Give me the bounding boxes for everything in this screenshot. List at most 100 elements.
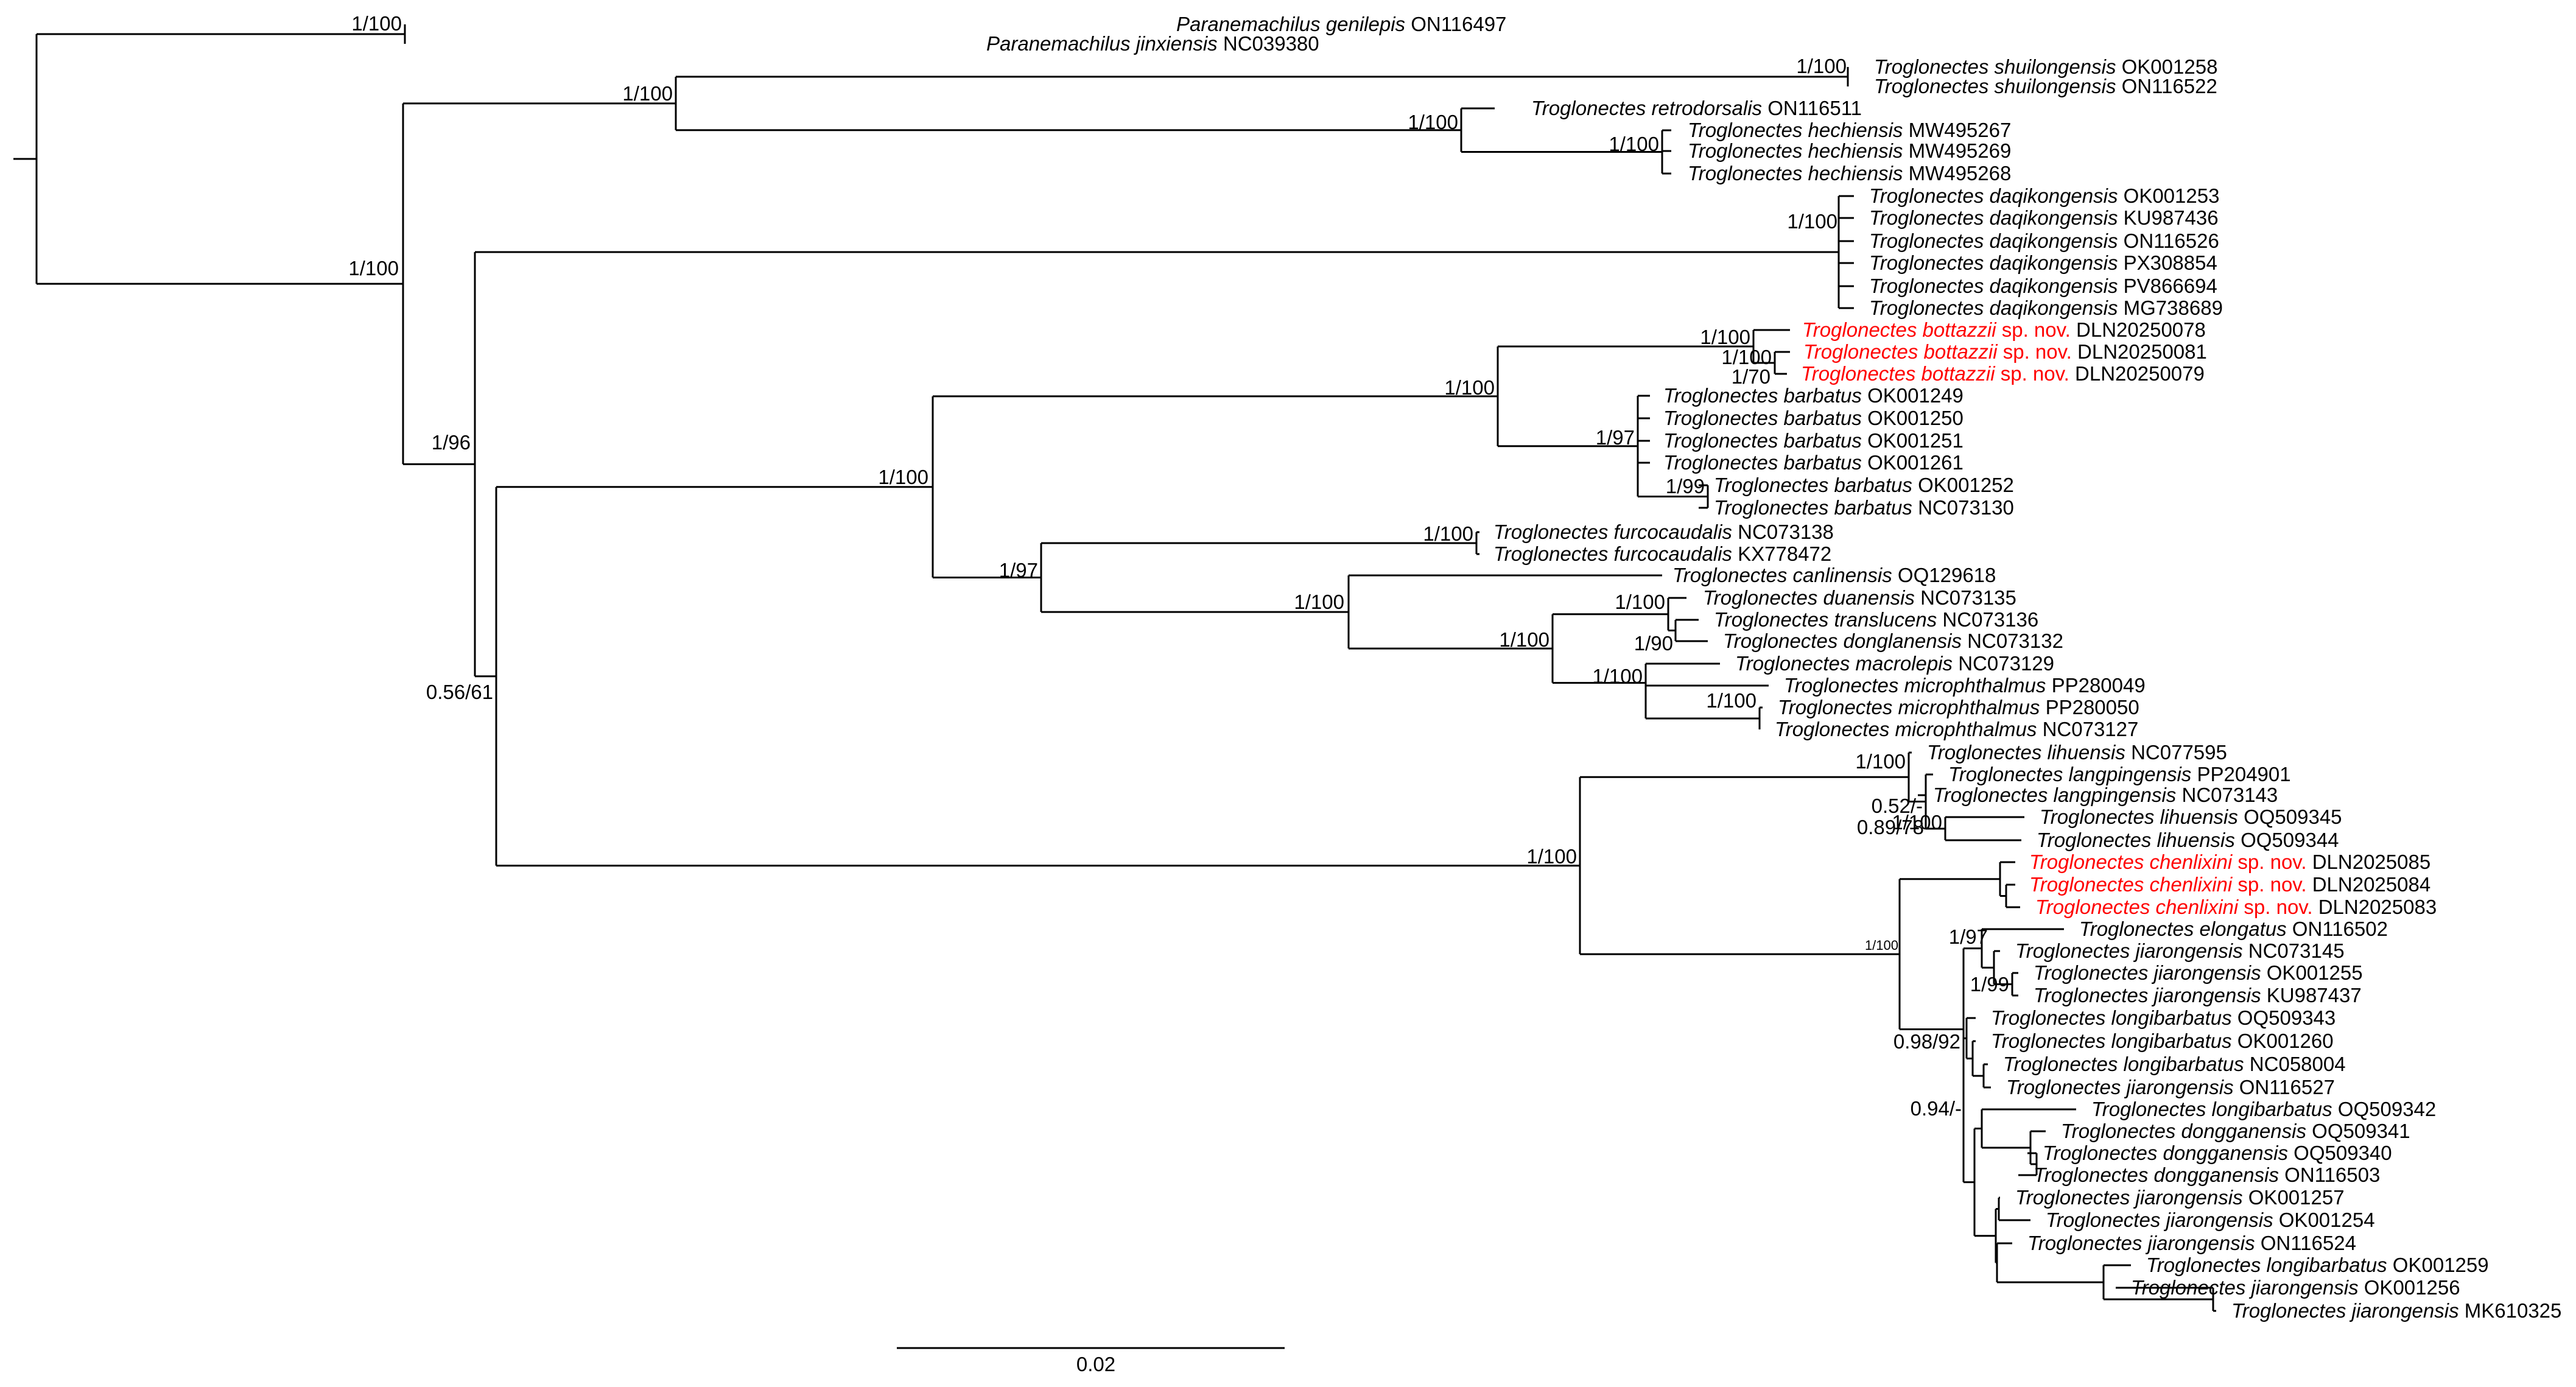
support-value: 1/100 xyxy=(1796,55,1847,77)
tip-label: Troglonectes daqikongensis PX308854 xyxy=(1869,251,2217,274)
tip-species-name: Troglonectes macrolepis xyxy=(1735,652,1953,675)
tip-species-name: Troglonectes jiarongensis xyxy=(2006,1076,2234,1098)
tip-label: Troglonectes duanensis NC073135 xyxy=(1703,586,2016,609)
tip-label: Troglonectes furcocaudalis NC073138 xyxy=(1493,521,1834,543)
tip-accession: DLN20250079 xyxy=(2069,362,2205,385)
support-value: 1/100 xyxy=(1787,210,1837,233)
tip-accession: OQ509341 xyxy=(2306,1120,2410,1142)
tip-species-name: Troglonectes langpingensis xyxy=(1933,784,2176,806)
tip-label: Troglonectes chenlixini sp. nov. DLN2025… xyxy=(2035,896,2437,918)
tip-label: Troglonectes shuilongensis OK001258 xyxy=(1874,55,2217,78)
tip-species-name: Troglonectes daqikongensis xyxy=(1869,230,2118,252)
tip-label: Troglonectes microphthalmus PP280049 xyxy=(1784,674,2146,697)
tip-label: Troglonectes bottazzii sp. nov. DLN20250… xyxy=(1803,340,2207,363)
tip-accession: OK001261 xyxy=(1862,451,1964,474)
tip-accession: MK610325 xyxy=(2459,1299,2562,1322)
tip-accession: PV866694 xyxy=(2118,275,2217,297)
tip-species-name: Troglonectes daqikongensis xyxy=(1869,206,2118,229)
tip-species-name: Troglonectes dongganensis xyxy=(2043,1142,2288,1164)
support-value: 1/100 xyxy=(878,466,928,488)
tip-label: Troglonectes jiarongensis ON116524 xyxy=(2027,1232,2356,1254)
tip-label: Troglonectes barbatus OK001251 xyxy=(1663,429,1964,452)
tip-species-name: Troglonectes furcocaudalis xyxy=(1493,543,1732,565)
tip-label: Troglonectes longibarbatus OK001260 xyxy=(1991,1030,2334,1052)
support-value: 1/100 xyxy=(1865,938,1898,953)
support-value: 1/100 xyxy=(1526,845,1577,868)
support-value: 1/99 xyxy=(1666,475,1705,497)
tip-species-name: Troglonectes barbatus xyxy=(1714,474,1912,496)
tip-sp-nov: sp. nov. xyxy=(1998,340,2072,363)
tip-accession: NC073130 xyxy=(1912,496,2014,519)
tip-label: Troglonectes bottazzii sp. nov. DLN20250… xyxy=(1801,362,2205,385)
tip-accession: ON116524 xyxy=(2255,1232,2356,1254)
tip-species-name: Troglonectes lihuensis xyxy=(1927,741,2125,764)
tip-sp-nov: sp. nov. xyxy=(2232,873,2306,896)
tip-accession: DLN2025084 xyxy=(2307,873,2431,896)
support-value: 1/100 xyxy=(1423,522,1473,545)
support-values: 1/100 1/100 1/100 1/100 1/100 1/100 1/100 1/96 1… xyxy=(348,12,2009,1120)
support-value: 1/99 xyxy=(1970,973,2009,995)
tip-species-name: Troglonectes longibarbatus xyxy=(2091,1098,2332,1120)
tip-species-name: Troglonectes hechiensis xyxy=(1688,119,1903,141)
support-value: 1/97 xyxy=(1596,426,1635,449)
tip-accession: OQ509345 xyxy=(2238,806,2342,828)
tip-label: Troglonectes shuilongensis ON116522 xyxy=(1874,75,2217,97)
tip-species-name: Paranemachilus jinxiensis xyxy=(986,32,1218,55)
tip-accession: NC073143 xyxy=(2176,784,2278,806)
tip-label: Troglonectes chenlixini sp. nov. DLN2025… xyxy=(2029,873,2430,896)
tip-accession: OK001255 xyxy=(2261,961,2363,984)
tip-label: Troglonectes lihuensis OQ509345 xyxy=(2040,806,2342,828)
tip-accession: DLN2025083 xyxy=(2313,896,2437,918)
tip-accession: OK001250 xyxy=(1862,407,1964,429)
support-value: 0.89/78 xyxy=(1857,816,1924,838)
tip-label: Troglonectes dongganensis OQ509341 xyxy=(2061,1120,2410,1142)
tip-accession: NC073145 xyxy=(2243,939,2345,962)
tip-label: Troglonectes barbatus OK001249 xyxy=(1663,384,1964,407)
tip-species-name: Troglonectes jiarongensis xyxy=(2034,984,2261,1006)
tip-accession: NC073135 xyxy=(1915,586,2016,609)
tip-species-name: Troglonectes jiarongensis xyxy=(2131,1276,2359,1299)
tip-accession: KU987436 xyxy=(2118,206,2218,229)
tip-species-name: Troglonectes longibarbatus xyxy=(1991,1030,2232,1052)
tip-label: Troglonectes microphthalmus PP280050 xyxy=(1778,696,2139,718)
tip-species-name: Troglonectes longibarbatus xyxy=(2146,1254,2387,1276)
tip-accession: OK001249 xyxy=(1862,384,1964,407)
tip-accession: PP280050 xyxy=(2040,696,2139,718)
tip-species-name: Troglonectes daqikongensis xyxy=(1869,297,2118,319)
tip-accession: PX308854 xyxy=(2118,251,2217,274)
tip-accession: NC073127 xyxy=(2037,718,2138,740)
tip-label: Paranemachilus genilepis ON116497 xyxy=(1176,13,1506,35)
tip-accession: MW495268 xyxy=(1903,162,2011,184)
tip-species-name: Troglonectes jiarongensis xyxy=(2034,961,2261,984)
tip-species-name: Troglonectes dongganensis xyxy=(2034,1164,2279,1186)
tip-label: Troglonectes microphthalmus NC073127 xyxy=(1775,718,2138,740)
tip-species-name: Troglonectes elongatus xyxy=(2079,918,2287,940)
tip-accession: ON116497 xyxy=(1405,13,1506,35)
tip-species-name: Troglonectes lihuensis xyxy=(2040,806,2238,828)
tip-accession: PP204901 xyxy=(2191,763,2290,785)
tip-label: Troglonectes elongatus ON116502 xyxy=(2079,918,2388,940)
tip-accession: NC077595 xyxy=(2125,741,2227,764)
support-value: 1/100 xyxy=(1408,111,1458,133)
tip-accession: NC073136 xyxy=(1937,608,2038,631)
tip-species-name: Troglonectes microphthalmus xyxy=(1784,674,2046,697)
tip-label: Troglonectes daqikongensis ON116526 xyxy=(1869,230,2219,252)
tip-species-name: Troglonectes jiarongensis xyxy=(2015,939,2243,962)
tip-accession: NC058004 xyxy=(2244,1053,2346,1075)
tip-species-name: Troglonectes lihuensis xyxy=(2037,829,2235,851)
support-value: 1/97 xyxy=(999,559,1038,581)
tip-label: Troglonectes jiarongensis OK001255 xyxy=(2034,961,2363,984)
support-value: 0.52/- xyxy=(1872,795,1923,817)
tip-accession: OK001253 xyxy=(2118,184,2219,207)
tip-species-name: Troglonectes bottazzii xyxy=(1803,340,1998,363)
tip-label: Troglonectes bottazzii sp. nov. DLN20250… xyxy=(1802,318,2206,341)
tip-accession: DLN20250078 xyxy=(2071,318,2206,341)
support-value: 1/100 xyxy=(1700,326,1750,348)
tip-label: Troglonectes jiarongensis KU987437 xyxy=(2034,984,2362,1006)
tip-accession: NC073132 xyxy=(1962,630,2063,652)
support-value: 1/96 xyxy=(432,431,471,454)
tip-label: Troglonectes furcocaudalis KX778472 xyxy=(1493,543,1831,565)
tip-label: Troglonectes jiarongensis NC073145 xyxy=(2015,939,2345,962)
tip-species-name: Troglonectes barbatus xyxy=(1663,407,1862,429)
support-value: 1/100 xyxy=(1444,376,1495,399)
